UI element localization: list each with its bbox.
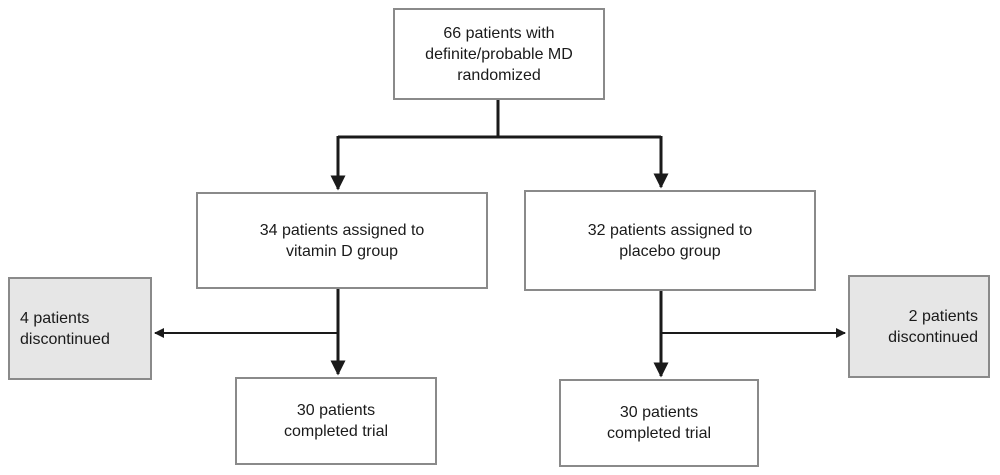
placebo-line-1: 32 patients assigned to bbox=[587, 221, 753, 239]
placebo-line-2: placebo group bbox=[619, 242, 721, 260]
placebo-completed-line-2: completed trial bbox=[606, 425, 712, 442]
placebo-discontinued-line-1: 2 patients bbox=[908, 307, 978, 325]
placebo-completed-box: 30 patients completed trial bbox=[559, 379, 759, 467]
randomized-line-3: randomized bbox=[457, 66, 541, 84]
randomized-box: 66 patients with definite/probable MD ra… bbox=[393, 8, 605, 100]
vitd-discontinued-line-2: discontinued bbox=[20, 330, 110, 348]
vitamin-d-discontinued-box: 4 patients discontinued bbox=[8, 277, 152, 380]
vitd-completed-line-2: completed trial bbox=[283, 423, 389, 440]
placebo-completed-line-1: 30 patients bbox=[619, 404, 699, 421]
vitamin-d-line-2: vitamin D group bbox=[285, 242, 399, 260]
placebo-discontinued-box: 2 patients discontinued bbox=[848, 275, 990, 378]
placebo-discontinued-line-2: discontinued bbox=[888, 328, 978, 346]
randomized-line-2: definite/probable MD bbox=[425, 45, 573, 63]
vitamin-d-completed-box: 30 patients completed trial bbox=[235, 377, 437, 465]
vitamin-d-line-1: 34 patients assigned to bbox=[259, 221, 425, 239]
placebo-group-box: 32 patients assigned to placebo group bbox=[524, 190, 816, 291]
vitamin-d-group-box: 34 patients assigned to vitamin D group bbox=[196, 192, 488, 289]
vitd-completed-line-1: 30 patients bbox=[296, 402, 376, 419]
randomized-line-1: 66 patients with bbox=[443, 24, 555, 42]
vitd-discontinued-line-1: 4 patients bbox=[20, 309, 90, 327]
